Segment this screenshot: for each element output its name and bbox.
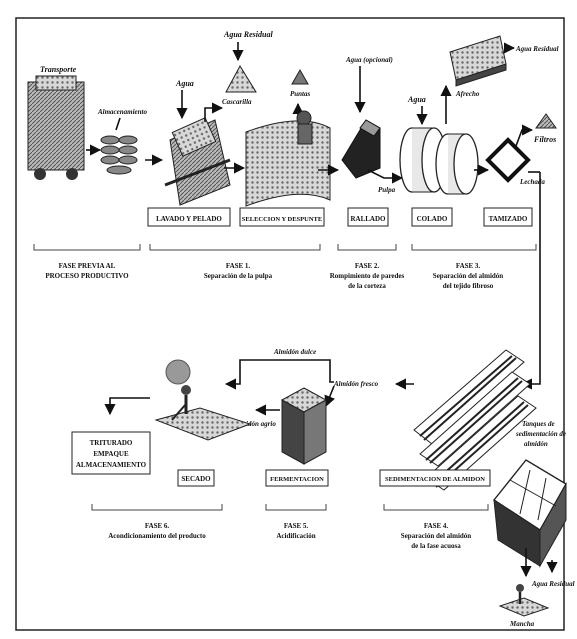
step-tamizado: TAMIZADO	[484, 208, 532, 226]
step-secado: SECADO	[178, 470, 214, 486]
step-sedimentacion: SEDIMENTACION DE ALMIDON	[380, 470, 490, 486]
svg-text:FASE 3.: FASE 3.	[456, 262, 481, 270]
phase-1-bracket: FASE 1. Separación de la pulpa	[150, 244, 320, 280]
label-tanques-line2: sedimentación de	[515, 430, 566, 438]
label-agua-opcional: Agua (opcional)	[345, 56, 393, 64]
step-colado: COLADO	[412, 208, 452, 226]
svg-text:RALLADO: RALLADO	[350, 215, 386, 223]
label-transporte: Transporte	[40, 65, 77, 74]
svg-text:ALMACENAMIENTO: ALMACENAMIENTO	[76, 461, 147, 469]
arrow-lavado-residual	[205, 108, 222, 122]
mancha-worker	[500, 584, 548, 616]
svg-text:FERMENTACION: FERMENTACION	[270, 476, 324, 483]
svg-text:PROCESO PRODUCTIVO: PROCESO PRODUCTIVO	[45, 272, 129, 280]
phase-4-bracket: FASE 4. Separación del almidón de la fas…	[384, 504, 488, 550]
svg-text:SECADO: SECADO	[181, 475, 211, 483]
drying-patio	[156, 360, 250, 440]
svg-text:Acidificación: Acidificación	[276, 532, 315, 540]
sedimentation-tanks	[494, 460, 566, 566]
svg-text:FASE 2.: FASE 2.	[355, 262, 380, 270]
svg-text:Acondicionamiento del producto: Acondicionamiento del producto	[108, 532, 206, 540]
arrow-almidon-fermentacion	[326, 386, 334, 406]
arrow-almidon-dulce	[226, 360, 334, 384]
label-agua-lavado: Agua	[175, 79, 194, 88]
step-rallado: RALLADO	[348, 208, 388, 226]
step-seleccion-despunte: SELECCION Y DESPUNTE	[240, 208, 324, 226]
label-tanques-line1: Tanques de	[522, 420, 555, 428]
svg-text:COLADO: COLADO	[417, 215, 448, 223]
label-agua-residual-afrecho: Agua Residual	[515, 45, 559, 53]
storage-sacks	[101, 136, 137, 174]
arrow-secado-triturado	[110, 398, 150, 414]
label-agua-residual-top: Agua Residual	[223, 30, 273, 39]
label-afrecho: Afrecho	[455, 90, 480, 98]
label-lechada: Lechada	[519, 178, 545, 186]
label-filtros: Filtros	[533, 135, 556, 144]
truck-illustration	[28, 76, 84, 180]
step-lavado-pelado: LAVADO Y PELADO	[148, 208, 230, 226]
svg-text:Rompimiento de paredes: Rompimiento de paredes	[330, 272, 405, 280]
phase-previa-bracket: FASE PREVIA AL PROCESO PRODUCTIVO	[34, 244, 140, 280]
svg-text:LAVADO Y PELADO: LAVADO Y PELADO	[156, 215, 222, 223]
step-fermentacion: FERMENTACION	[266, 470, 328, 486]
washing-drum	[165, 118, 230, 205]
svg-text:FASE 4.: FASE 4.	[424, 522, 449, 530]
pointer-almacenamiento	[116, 118, 120, 130]
phase-3-bracket: FASE 3. Separación del almidón del tejid…	[412, 244, 536, 290]
svg-text:SELECCION Y DESPUNTE: SELECCION Y DESPUNTE	[242, 216, 322, 223]
svg-text:TAMIZADO: TAMIZADO	[489, 215, 528, 223]
svg-text:FASE PREVIA AL: FASE PREVIA AL	[59, 262, 116, 270]
label-puntas: Puntas	[290, 90, 311, 98]
afrecho-tray	[450, 36, 506, 86]
selection-table	[246, 111, 330, 206]
filtros-icon	[536, 114, 556, 128]
svg-text:de la fase acuosa: de la fase acuosa	[411, 542, 461, 550]
svg-text:de la corteza: de la corteza	[348, 282, 386, 290]
svg-text:TRITURADO: TRITURADO	[90, 439, 133, 447]
phase-5-bracket: FASE 5. Acidificación	[266, 504, 326, 540]
label-agua-colado: Agua	[407, 95, 426, 104]
label-mancha: Mancha	[509, 620, 535, 628]
svg-text:del tejido fibroso: del tejido fibroso	[443, 282, 494, 290]
label-pulpa: Pulpa	[378, 186, 396, 194]
svg-text:Separación del almidón: Separación del almidón	[433, 272, 504, 280]
phase-2-bracket: FASE 2. Rompimiento de paredes de la cor…	[330, 244, 405, 290]
puntas-pile	[292, 70, 308, 84]
arrow-tamizado-filtros	[516, 130, 532, 146]
label-almidon-fresco: Almidón fresco	[333, 380, 379, 388]
sedimentation-channels	[414, 350, 536, 490]
cascarilla-pile	[226, 66, 256, 92]
tamiz-frame	[488, 140, 528, 180]
svg-text:EMPAQUE: EMPAQUE	[93, 450, 129, 458]
label-almacenamiento: Almacenamiento	[97, 108, 148, 116]
svg-text:FASE 1.: FASE 1.	[226, 262, 251, 270]
phase-6-bracket: FASE 6. Acondicionamiento del producto	[92, 504, 222, 540]
svg-text:FASE 6.: FASE 6.	[145, 522, 170, 530]
svg-text:Separación del almidón: Separación del almidón	[401, 532, 472, 540]
label-cascarilla: Cascarilla	[222, 98, 252, 106]
label-agua-residual-bottom: Agua Residual	[531, 580, 575, 588]
colador-drums	[400, 128, 478, 194]
svg-text:FASE 5.: FASE 5.	[284, 522, 309, 530]
label-tanques-line3: almidón	[524, 440, 548, 448]
step-triturado: TRITURADO EMPAQUE ALMACENAMIENTO	[72, 432, 150, 474]
rallador-machine	[342, 120, 380, 178]
arrow-lechada-sedimentacion	[522, 172, 540, 384]
label-almidon-dulce: Almidón dulce	[273, 348, 316, 356]
svg-text:SEDIMENTACION DE ALMIDON: SEDIMENTACION DE ALMIDON	[385, 476, 485, 483]
svg-text:Separación de la pulpa: Separación de la pulpa	[204, 272, 273, 280]
fermentation-tank	[282, 388, 326, 464]
